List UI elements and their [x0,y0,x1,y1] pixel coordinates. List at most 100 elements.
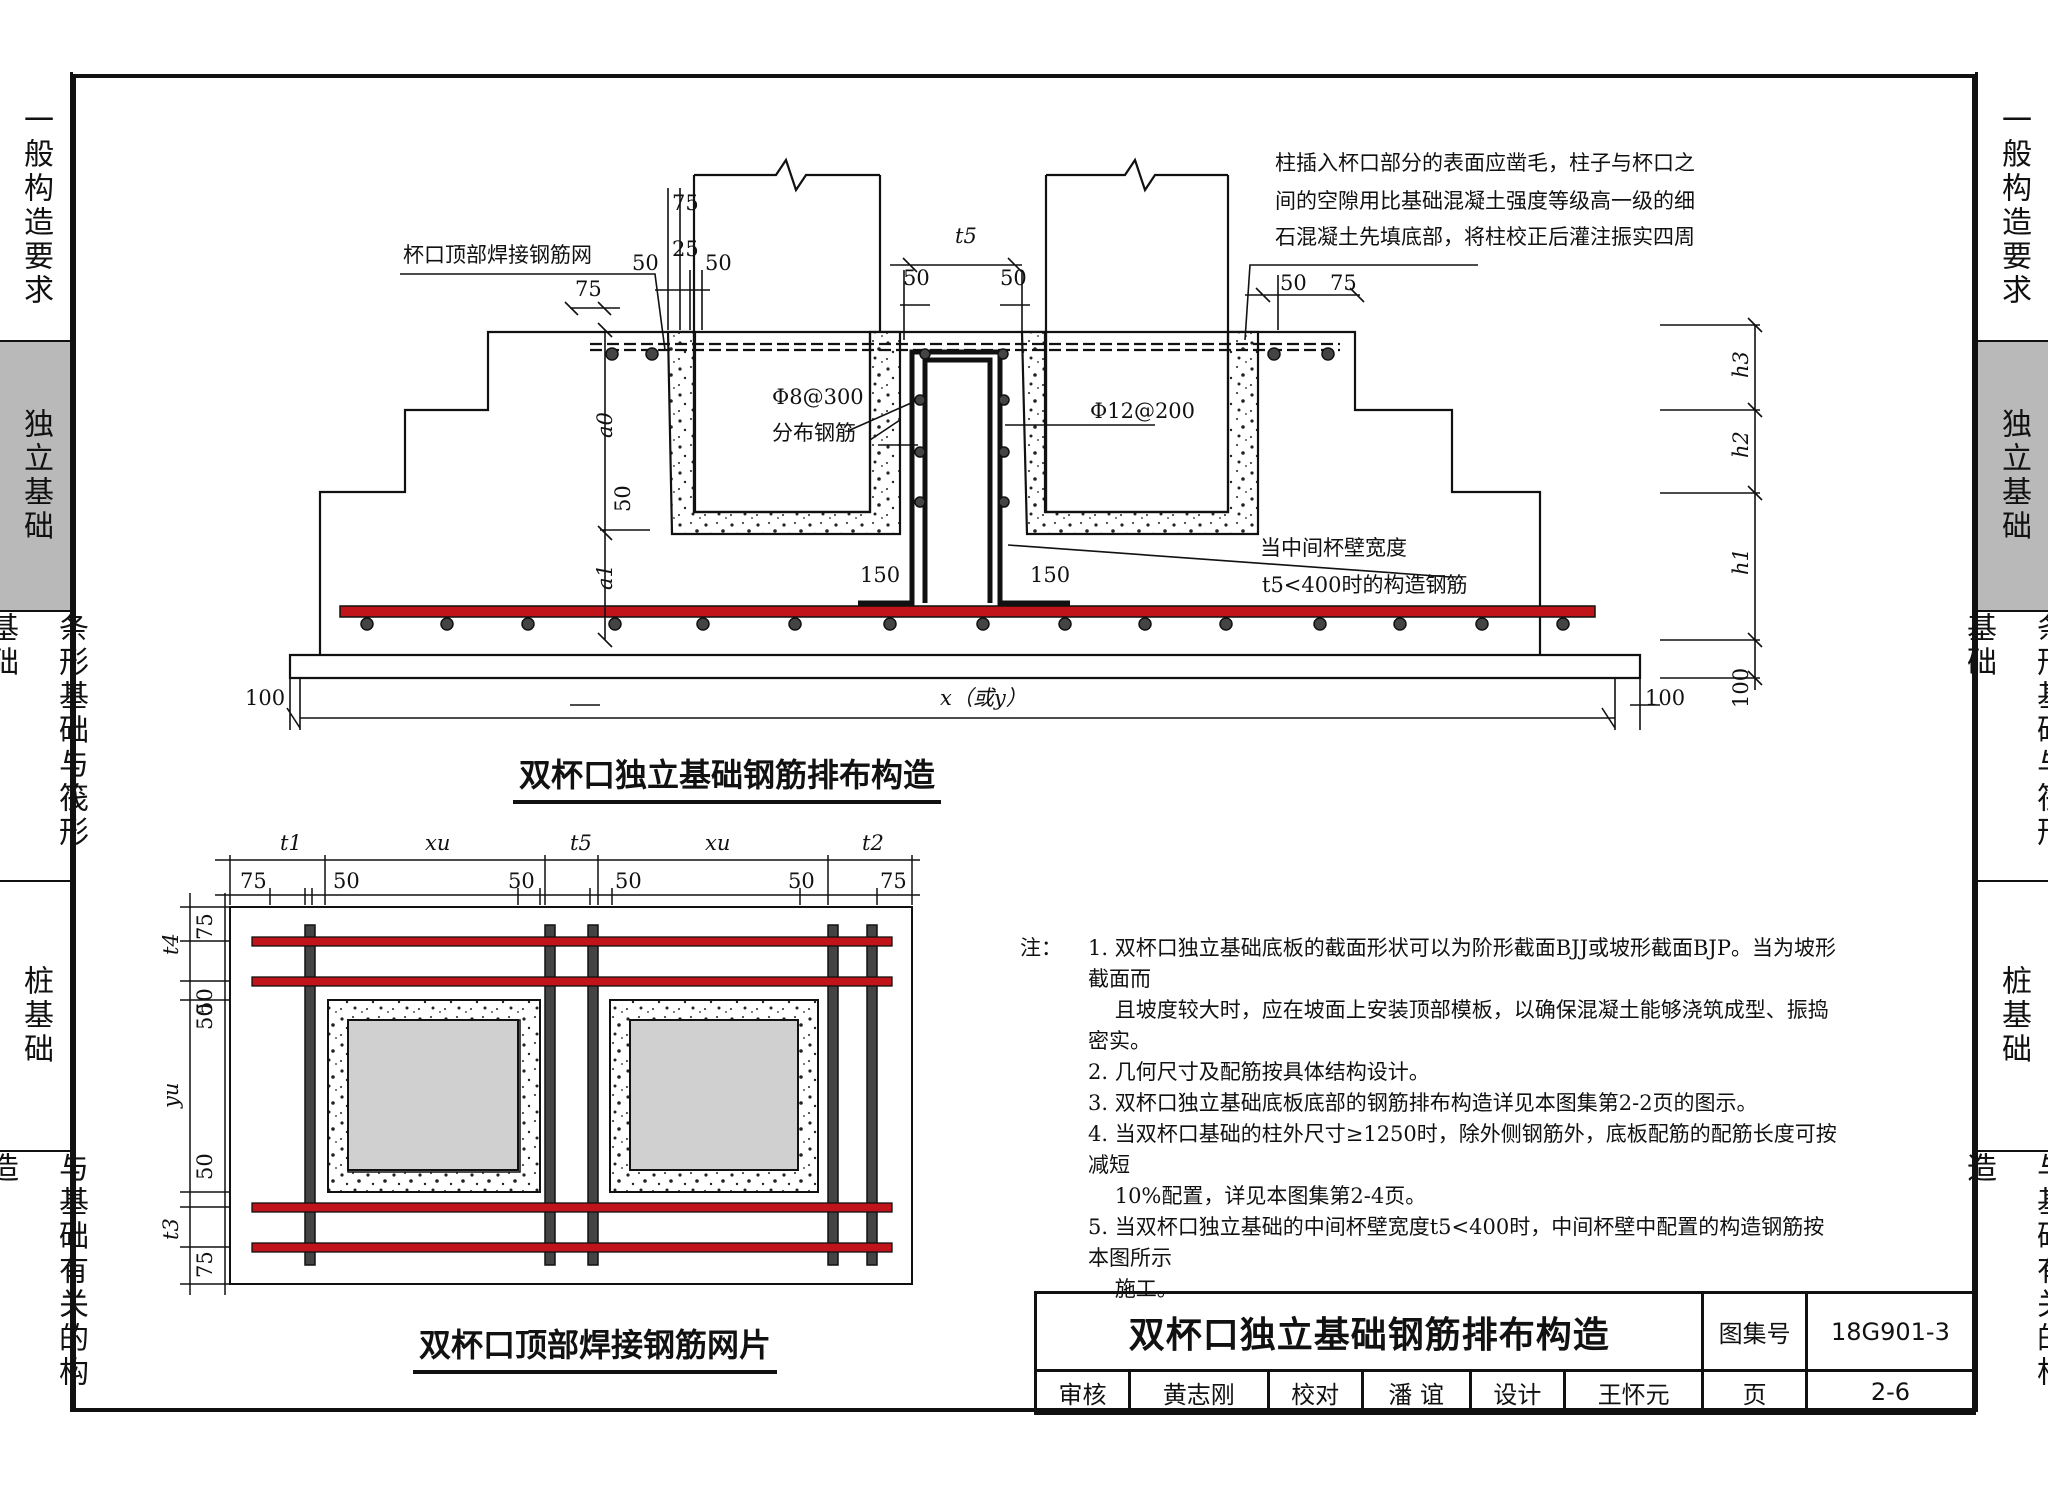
plan-column-right [629,1019,799,1171]
plan-dim-50-a: 50 [333,869,360,893]
dim-50-vert: 50 [611,485,635,512]
page-number: 2-6 [1804,1369,1977,1415]
cup-right-grout [1020,330,1260,536]
drawing-title: 双杯口独立基础钢筋排布构造 [1033,1291,1705,1372]
plan-dim-50-g: 50 [193,1153,217,1180]
note-1: 1. 双杯口独立基础底板的截面形状可以为阶形截面BJJ或坡形截面BJP。当为坡形… [1088,936,1836,1053]
dim-75-left: 75 [575,277,602,301]
plan-dim-75-b: 75 [880,869,907,893]
dim-100-vert: 100 [1729,668,1753,708]
plan-dim-75-d: 75 [193,1251,217,1278]
plan-dim-50-d: 50 [788,869,815,893]
dim-75-right: 75 [1330,271,1357,295]
plan-dim-t4: t4 [159,933,183,955]
plan-diagram-caption: 双杯口顶部焊接钢筋网片 [413,1320,778,1374]
dim-x: x（或y） [940,686,1027,710]
plan-column-left [347,1019,519,1171]
label-rebar-phi12: Φ12@200 [1090,399,1195,423]
dim-t5: t5 [955,224,977,248]
plan-dim-t1: t1 [280,831,302,855]
dim-50-d: 50 [1000,266,1027,290]
section-labels: 杯口顶部焊接钢筋网 柱插入杯口部分的表面应凿毛，柱子与杯口之 间的空隙用比基础混… [245,151,1753,710]
page-label: 页 [1701,1369,1808,1415]
label-column-note-2: 间的空隙用比基础混凝土强度等级高一级的细 [1275,189,1695,213]
tab-isolated-foundation[interactable]: 独立基础 [0,342,70,612]
tab-isolated-foundation[interactable]: 独立基础 [1978,342,2048,612]
dim-a1: a1 [593,564,617,590]
label-column-note-1: 柱插入杯口部分的表面应凿毛，柱子与杯口之 [1275,151,1695,175]
foundation-outline [288,653,1642,680]
reviewer-name: 黄志刚 [1128,1369,1270,1415]
designer-name: 王怀元 [1562,1369,1705,1415]
tab-general[interactable]: 一般构造要求 [1978,72,2048,342]
section-diagram [286,157,1763,730]
notes-label: 注： [1020,936,1062,960]
column-right-break [1046,157,1228,193]
column-right [1044,175,1230,512]
plan-dim-yu: yu [159,1083,183,1109]
dim-50-b: 50 [705,251,732,275]
column-left-break [694,157,880,193]
dim-h2: h2 [1729,431,1753,458]
tab-general[interactable]: 一般构造要求 [0,72,70,342]
plan-dim-75-c: 75 [193,913,217,940]
design-label: 设计 [1468,1369,1566,1415]
plan-dim-50-e: 50 [193,988,217,1015]
dim-lines [286,188,1763,730]
atlas-label: 图集号 [1701,1291,1808,1372]
dim-75-top: 75 [672,191,699,215]
foundation-steps [318,330,1542,655]
dim-150-left: 150 [860,563,900,587]
label-rebar-phi8-b: 分布钢筋 [772,421,856,445]
plan-outline [229,906,913,1285]
review-label: 审核 [1033,1369,1132,1415]
plan-dim-t2: t2 [862,831,884,855]
plan-vertical-bars [304,924,878,1266]
dim-a0: a0 [593,412,617,438]
label-middle-wall-1: 当中间杯壁宽度 [1260,536,1407,560]
plan-dim-50-f: 50 [193,1003,217,1030]
plan-dim-t3: t3 [159,1218,183,1240]
plan-dim-xu-1: xu [425,831,450,855]
dim-h1: h1 [1729,548,1753,575]
plan-dim-t5: t5 [570,831,592,855]
right-category-tabs: 一般构造要求 独立基础 条形基础与筏形基础 桩基础 与基础有关的构造 [1961,72,2048,1412]
check-label: 校对 [1266,1369,1364,1415]
plan-diagram [180,855,920,1295]
rebar-dots [360,347,1570,631]
atlas-number: 18G901-3 [1804,1291,1977,1372]
label-cup-mesh: 杯口顶部焊接钢筋网 [403,243,592,267]
dim-100-left: 100 [245,686,285,710]
dim-50-e: 50 [1280,271,1307,295]
plan-dim-50-c: 50 [615,869,642,893]
note-2: 2. 几何尺寸及配筋按具体结构设计。 [1088,1060,1430,1084]
tab-strip-raft-foundation[interactable]: 条形基础与筏形基础 [1961,612,2048,882]
dim-50-a: 50 [632,251,659,275]
plan-dim-50-b: 50 [508,869,535,893]
tab-related-details[interactable]: 与基础有关的构造 [1961,1152,2048,1390]
dim-150-right: 150 [1030,563,1070,587]
label-rebar-phi8: Φ8@300 [772,385,864,409]
section-diagram-caption: 双杯口独立基础钢筋排布构造 [513,750,942,804]
dim-h3: h3 [1729,351,1753,378]
drawing-frame [72,74,1976,1412]
plan-dim-xu-2: xu [705,831,730,855]
dim-50-c: 50 [903,266,930,290]
title-block: 双杯口独立基础钢筋排布构造 图集号 18G901-3 审核 黄志刚 校对 潘 谊… [1033,1291,1977,1415]
dim-25-top: 25 [672,237,699,261]
label-middle-wall-2: t5<400时的构造钢筋 [1262,573,1467,597]
plan-dim-lines [180,855,920,1295]
dim-100-right: 100 [1645,686,1685,710]
plan-labels: t1 xu t5 xu t2 75 50 50 50 50 75 t4 75 5… [159,831,907,1278]
checker-name: 潘 谊 [1360,1369,1472,1415]
label-column-note-3: 石混凝土先填底部，将柱校正后灌注振实四周 [1275,225,1695,249]
notes-block: 注： 1. 双杯口独立基础底板的截面形状可以为阶形截面BJJ或坡形截面BJP。当… [1020,933,1840,1305]
tab-pile-foundation[interactable]: 桩基础 [1978,882,2048,1152]
plan-dim-75-a: 75 [240,869,267,893]
plan-horizontal-bars [251,936,893,1253]
note-3: 3. 双杯口独立基础底板底部的钢筋排布构造详见本图集第2-2页的图示。 [1088,1091,1758,1115]
middle-wall-rebar [858,349,1070,606]
note-4: 4. 当双杯口基础的柱外尺寸≥1250时，除外侧钢筋外，底板配筋的配筋长度可按减… [1088,1122,1837,1208]
tab-pile-foundation[interactable]: 桩基础 [0,882,70,1152]
